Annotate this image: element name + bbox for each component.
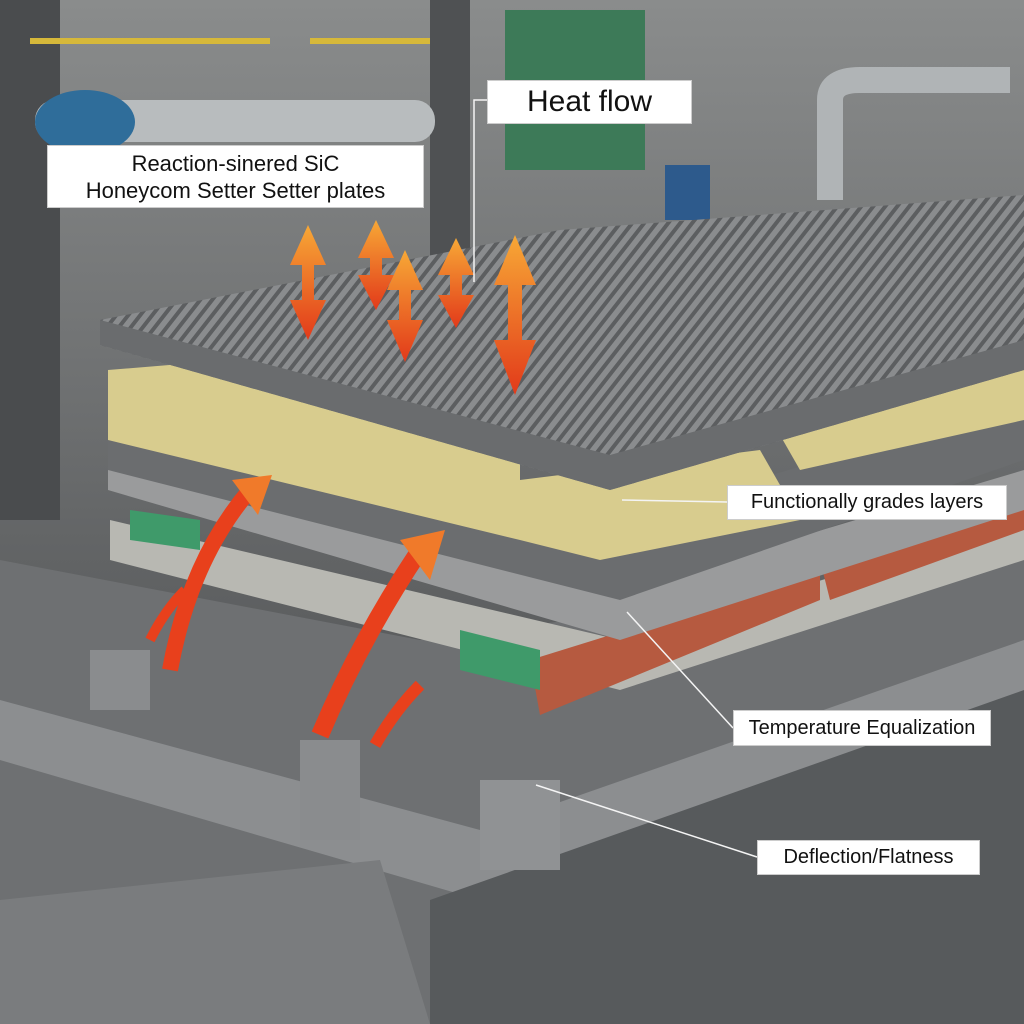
heat-flow-arrows	[145, 220, 536, 748]
functional-layers-label: Functionally grades layers	[727, 485, 1007, 520]
ceramic-layer	[108, 455, 1024, 640]
machine-frame	[0, 560, 1024, 1024]
green-layer	[460, 630, 540, 690]
yellow-layer	[108, 360, 520, 540]
heat-flow-label: Heat flow	[487, 80, 692, 124]
top-finned-plate	[100, 195, 1024, 490]
deflection-flatness-label: Deflection/Flatness	[757, 840, 980, 875]
sic-setter-plates-label: Reaction-sinered SiC Honeycom Setter Set…	[47, 145, 424, 208]
sic-label-line2: Honeycom Setter Setter plates	[85, 177, 386, 203]
leader-lines	[473, 99, 758, 858]
temperature-equalization-label: Temperature Equalization	[733, 710, 991, 746]
sic-label-line1: Reaction-sinered SiC	[131, 150, 340, 176]
red-layer	[530, 570, 820, 715]
vertical-heat-arrow	[290, 220, 536, 395]
